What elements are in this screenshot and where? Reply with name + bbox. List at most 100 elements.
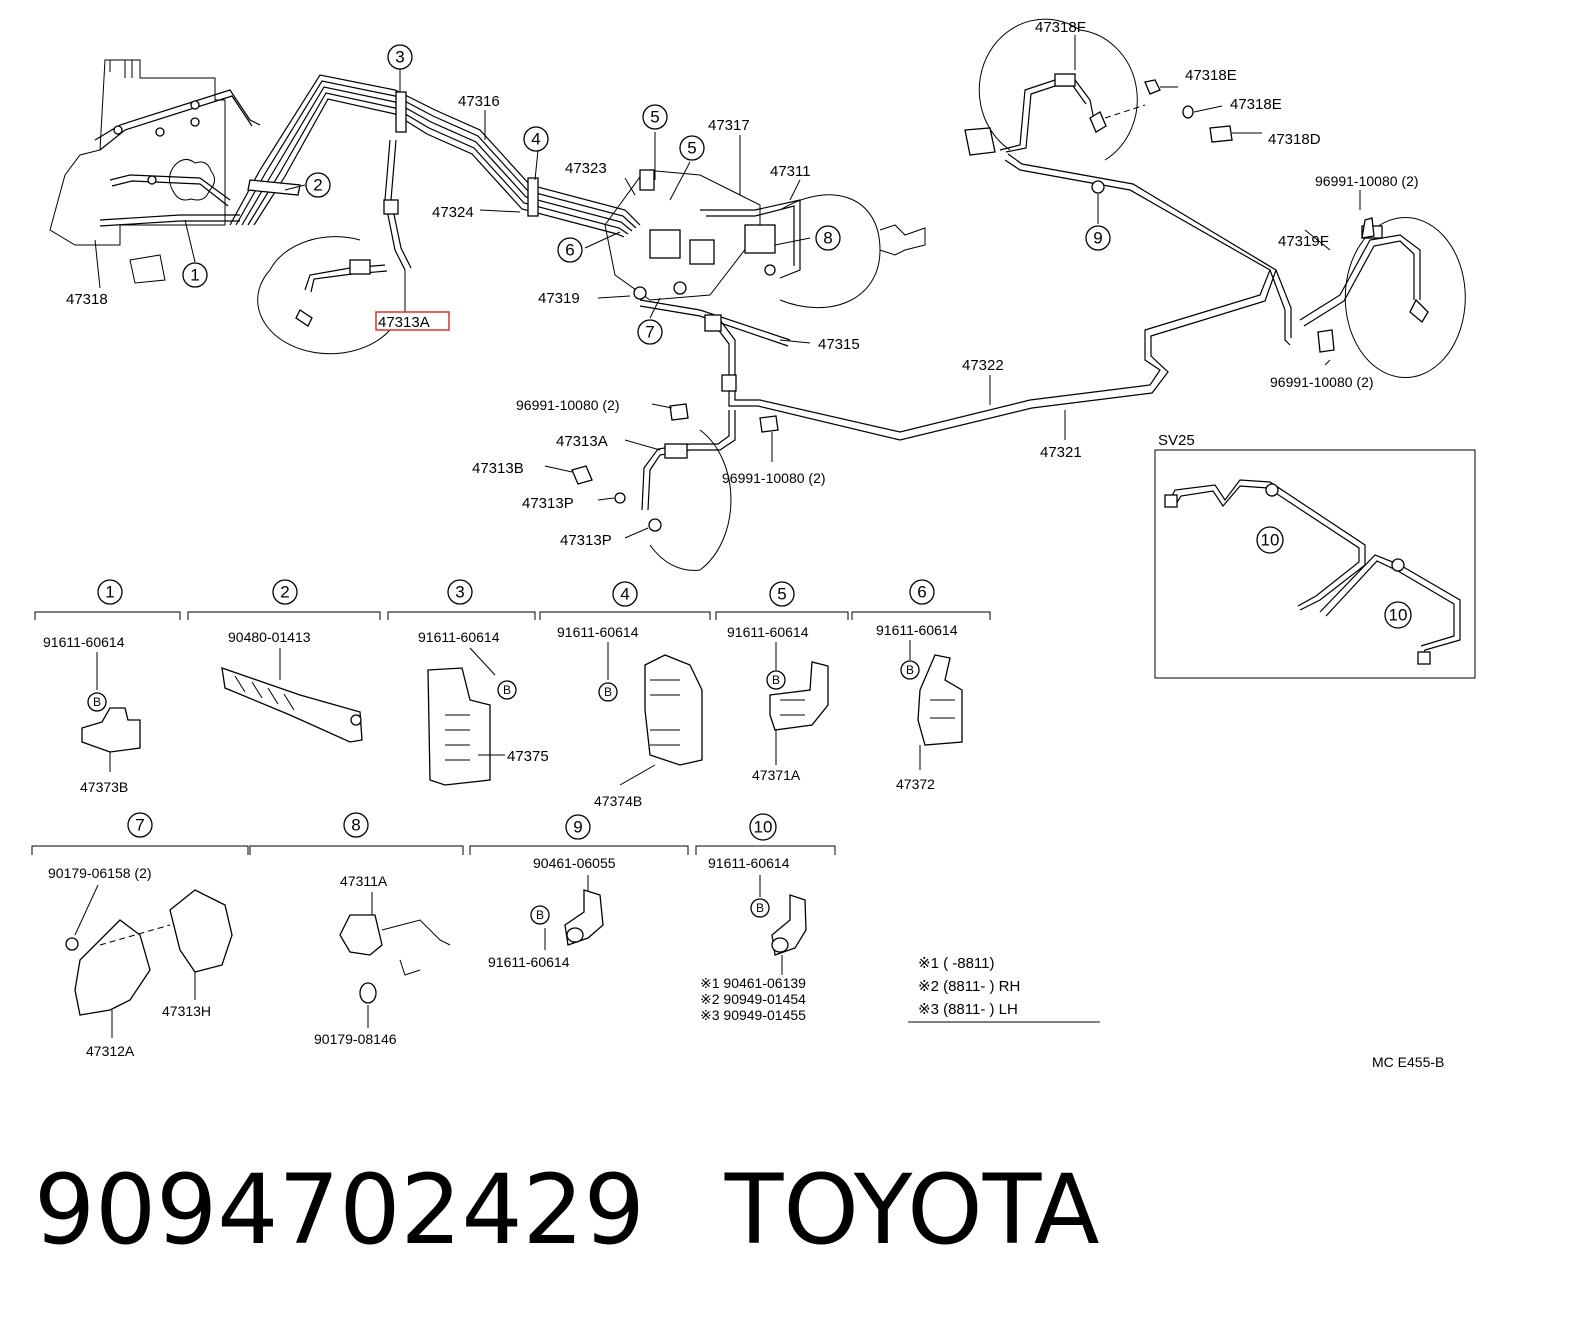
p1-part: 47373B: [80, 779, 128, 795]
label-47315: 47315: [818, 336, 860, 353]
p2-code: 90480-01413: [228, 629, 311, 645]
legend-1: ※1 ( -8811): [918, 955, 995, 972]
p7-part1: 47313H: [162, 1003, 211, 1019]
header-5: 5: [777, 585, 786, 604]
header-3: 3: [455, 583, 464, 602]
front-left-wheel: [257, 139, 412, 355]
label-47318: 47318: [66, 291, 108, 308]
callout-1: 1: [190, 266, 199, 285]
label-47321: 47321: [1040, 444, 1082, 461]
parts-row-2: 7 8 9 10 90179-06158 (2) 47313H 47312A 4…: [31, 812, 836, 1059]
label-47313A-highlight: 47313A: [378, 314, 430, 331]
p10-note-1: ※1 90461-06139: [700, 975, 806, 991]
label-96991-rb: 96991-10080 (2): [1270, 374, 1374, 390]
legend-2: ※2 (8811- ) RH: [918, 978, 1020, 995]
header-6: 6: [917, 583, 926, 602]
label-47318E-1: 47318E: [1185, 67, 1237, 84]
callout-3: 3: [395, 48, 404, 67]
label-47319: 47319: [538, 290, 580, 307]
label-47313A-mid: 47313A: [556, 433, 608, 450]
label-96991-mr: 96991-10080 (2): [722, 470, 826, 486]
p7-code: 90179-06158 (2): [48, 865, 152, 881]
p10-note-2: ※2 90949-01454: [700, 991, 806, 1007]
callout-4: 4: [531, 130, 540, 149]
rear-right-top-wheel: [964, 18, 1262, 161]
main-line-bundle: [229, 74, 641, 238]
p5-code: 91611-60614: [727, 624, 809, 640]
p9-code: 90461-06055: [533, 855, 616, 871]
callout-7: 7: [645, 323, 654, 342]
label-47323: 47323: [565, 160, 607, 177]
p4-code: 91611-60614: [557, 624, 639, 640]
callout-9: 9: [1093, 229, 1102, 248]
brake-line-diagram: 47318F 47318E 47318E 47318D 96991-10080 …: [31, 18, 1476, 1070]
p6-code: 91611-60614: [876, 622, 958, 638]
rear-right-lower-wheel: [1299, 217, 1466, 379]
header-4: 4: [620, 585, 629, 604]
label-sv25: SV25: [1158, 432, 1195, 449]
leader-lines: [94, 35, 1361, 539]
p6-part: 47372: [896, 776, 935, 792]
left-engine-bay-assembly: [49, 59, 261, 284]
b-marker: B: [503, 683, 511, 697]
b-marker: B: [772, 673, 780, 687]
callout-2: 2: [313, 176, 322, 195]
b-marker: B: [604, 685, 612, 699]
p10-code: 91611-60614: [708, 855, 790, 871]
diagram-reference: MC E455-B: [1372, 1054, 1444, 1070]
header-7: 7: [135, 816, 144, 835]
parts-row-1: 1 2 3 4 5 6 91611-60614 B 47373B 90480-0…: [34, 579, 991, 809]
p3-part: 47375: [507, 748, 549, 765]
brand-name: TOYOTA: [724, 1154, 1100, 1266]
p5-part: 47371A: [752, 767, 801, 783]
callout-5b: 5: [687, 139, 696, 158]
header-8: 8: [351, 816, 360, 835]
label-47318F: 47318F: [1035, 19, 1086, 36]
part-number-footer: 9094702429 TOYOTA: [34, 1150, 1534, 1270]
label-47318E-2: 47318E: [1230, 96, 1282, 113]
highlight-47313A: [375, 311, 450, 331]
center-valve-assembly: [604, 169, 926, 347]
label-96991-ml: 96991-10080 (2): [516, 397, 620, 413]
label-47313P-1: 47313P: [522, 495, 574, 512]
b-marker: B: [906, 663, 914, 677]
p1-code: 91611-60614: [43, 634, 125, 650]
p8-code: 47311A: [340, 873, 388, 889]
header-10: 10: [754, 818, 773, 837]
p8-part: 90179-08146: [314, 1031, 397, 1047]
b-marker: B: [93, 695, 101, 709]
p7-part2: 47312A: [86, 1043, 135, 1059]
rear-line-run: [704, 153, 1292, 441]
diagram-labels: 47318F 47318E 47318E 47318D 96991-10080 …: [66, 19, 1419, 549]
header-2: 2: [280, 583, 289, 602]
callout-10b: 10: [1389, 606, 1408, 625]
b-marker: B: [756, 901, 764, 915]
diagram-callouts: 3 2 1 4 5 5 6 7 8 9 10 10: [182, 44, 1412, 629]
legend-3: ※3 (8811- ) LH: [918, 1001, 1018, 1018]
p10-note-3: ※3 90949-01455: [700, 1007, 806, 1023]
header-1: 1: [105, 583, 114, 602]
label-96991-tr: 96991-10080 (2): [1315, 173, 1419, 189]
p3-code: 91611-60614: [418, 629, 500, 645]
label-47313P-2: 47313P: [560, 532, 612, 549]
b-marker: B: [536, 908, 544, 922]
sv25-inset: [1154, 449, 1476, 679]
callout-10a: 10: [1261, 531, 1280, 550]
callout-6: 6: [565, 241, 574, 260]
label-47317: 47317: [708, 117, 750, 134]
label-47318D: 47318D: [1268, 131, 1321, 148]
front-right-lower-wheel: [571, 403, 779, 571]
callout-8: 8: [823, 229, 832, 248]
p4-part: 47374B: [594, 793, 642, 809]
header-9: 9: [573, 818, 582, 837]
label-47311: 47311: [770, 163, 811, 180]
label-47319F: 47319F: [1278, 233, 1329, 250]
label-47316: 47316: [458, 93, 500, 110]
p9-part: 91611-60614: [488, 954, 570, 970]
label-47313B: 47313B: [472, 460, 524, 477]
part-number: 9094702429: [34, 1154, 645, 1266]
legend: ※1 ( -8811) ※2 (8811- ) RH ※3 (8811- ) L…: [908, 955, 1100, 1023]
label-47322: 47322: [962, 357, 1004, 374]
label-47324: 47324: [432, 204, 474, 221]
callout-5a: 5: [650, 108, 659, 127]
